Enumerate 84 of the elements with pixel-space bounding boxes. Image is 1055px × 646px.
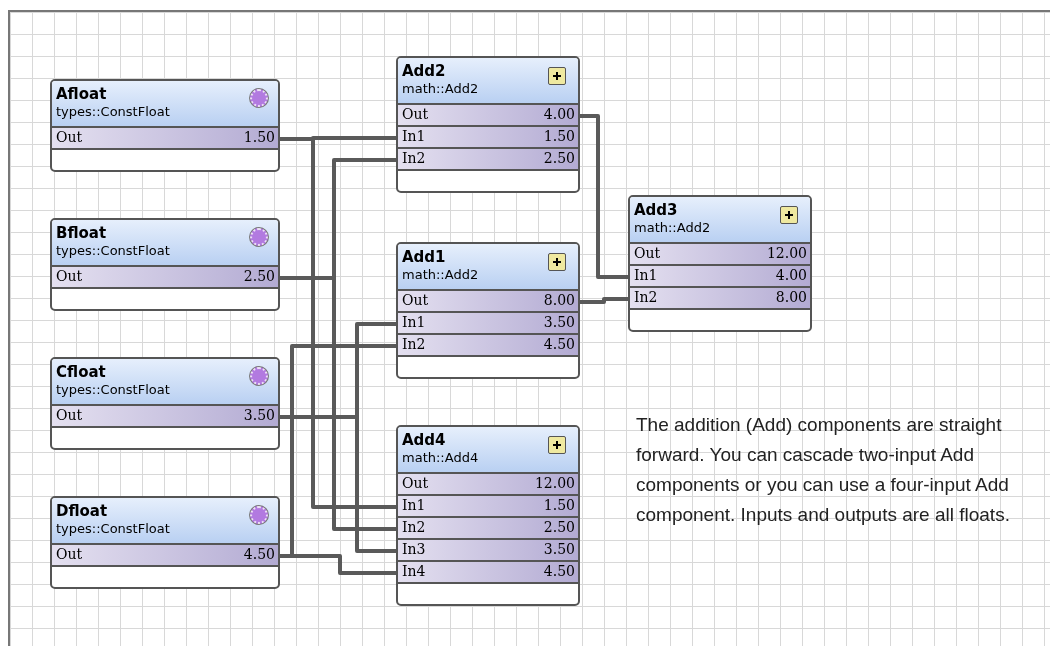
port-row [52, 267, 278, 289]
port-row [630, 288, 810, 310]
port-name: In1 [402, 497, 426, 513]
component-box [628, 195, 812, 332]
component-name: Add4 [402, 431, 446, 449]
port-name: In3 [402, 541, 426, 557]
port-value: 1.50 [543, 497, 575, 513]
component-box [396, 425, 580, 606]
component-name: Afloat [56, 85, 107, 103]
component-box [50, 496, 280, 589]
port-value: 2.50 [543, 150, 575, 166]
port-name: Out [402, 292, 429, 308]
component-type: types::ConstFloat [56, 104, 170, 119]
port-value: 3.50 [243, 407, 275, 423]
port-name: In1 [402, 314, 426, 330]
port-row [398, 540, 578, 562]
port-value: 4.50 [543, 336, 575, 352]
port-row [398, 518, 578, 540]
port-name: In1 [634, 267, 658, 283]
port-value: 2.50 [543, 519, 575, 535]
port-value: 12.00 [534, 475, 575, 491]
port-row [398, 335, 578, 357]
port-value: 3.50 [543, 541, 575, 557]
port-name: In2 [634, 289, 658, 305]
port-row [398, 313, 578, 335]
wire [278, 137, 398, 509]
component-type: types::ConstFloat [56, 243, 170, 258]
port-row [398, 105, 578, 127]
port-name: Out [402, 106, 429, 122]
port-value: 4.50 [543, 563, 575, 579]
component-box [50, 357, 280, 450]
port-value: 4.00 [775, 267, 807, 283]
component-box [396, 242, 580, 379]
port-name: In2 [402, 519, 426, 535]
note-text: The addition (Add) components are straight forward. You can cascade two-input Add components or you can use a four-input Add component. Inputs and outputs are all floats. [636, 413, 1011, 527]
component-type: math::Add4 [402, 450, 479, 465]
port-row [398, 127, 578, 149]
component-type: math::Add2 [634, 220, 711, 235]
port-name: Out [634, 245, 661, 261]
component-box [50, 218, 280, 311]
port-name: Out [56, 407, 83, 423]
port-value: 12.00 [766, 245, 807, 261]
port-name: In2 [402, 336, 426, 352]
port-value: 8.00 [775, 289, 807, 305]
component-type: math::Add2 [402, 81, 479, 96]
port-name: In2 [402, 150, 426, 166]
wire [578, 114, 630, 279]
port-value: 1.50 [543, 128, 575, 144]
port-row [630, 266, 810, 288]
component-name: Dfloat [56, 502, 108, 520]
port-value: 4.00 [543, 106, 575, 122]
port-value: 3.50 [543, 314, 575, 330]
port-row [398, 291, 578, 313]
component-name: Add2 [402, 62, 446, 80]
component-type: types::ConstFloat [56, 521, 170, 536]
component-name: Bfloat [56, 224, 107, 242]
port-row [398, 562, 578, 584]
port-row [52, 128, 278, 150]
port-value: 8.00 [543, 292, 575, 308]
port-row [398, 496, 578, 518]
port-name: Out [56, 268, 83, 284]
component-name: Cfloat [56, 363, 106, 381]
wire [278, 554, 398, 575]
component-box [50, 79, 280, 172]
port-row [52, 545, 278, 567]
port-row [52, 406, 278, 428]
port-row [630, 244, 810, 266]
component-box [396, 56, 580, 193]
port-value: 1.50 [243, 129, 275, 145]
port-value: 2.50 [243, 268, 275, 284]
port-name: Out [402, 475, 429, 491]
port-name: In1 [402, 128, 426, 144]
port-name: In4 [402, 563, 426, 579]
port-row [398, 474, 578, 496]
port-row [398, 149, 578, 171]
port-name: Out [56, 129, 83, 145]
component-type: types::ConstFloat [56, 382, 170, 397]
component-type: math::Add2 [402, 267, 479, 282]
wire [578, 297, 630, 304]
component-name: Add1 [402, 248, 446, 266]
wire [278, 415, 398, 553]
port-value: 4.50 [243, 546, 275, 562]
component-name: Add3 [634, 201, 678, 219]
port-name: Out [56, 546, 83, 562]
